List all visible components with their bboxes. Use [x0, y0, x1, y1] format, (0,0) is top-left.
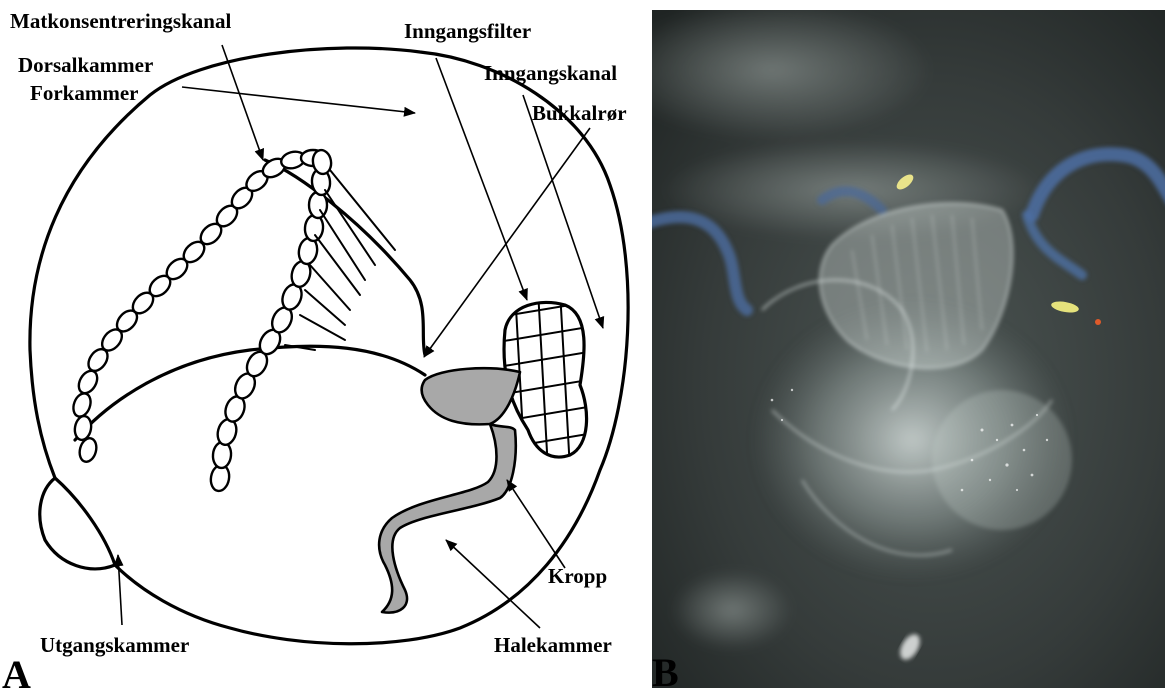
label-utgangskammer: Utgangskammer — [40, 633, 189, 657]
tail — [379, 424, 516, 613]
label-inngangskanal: Inngangskanal — [484, 61, 617, 85]
outlet-chamber-edge — [55, 478, 115, 565]
label-bukkalror: Bukkalrør — [532, 101, 627, 125]
panel-b-photo: B — [652, 10, 1165, 688]
drawing-svg: Matkonsentreringskanal Dorsalkammer Fork… — [0, 0, 650, 688]
label-kropp: Kropp — [548, 564, 607, 588]
panel-a-drawing: Matkonsentreringskanal Dorsalkammer Fork… — [0, 0, 650, 688]
second-bead-chain — [209, 149, 333, 493]
buccal-body — [422, 368, 520, 424]
label-halekammer: Halekammer — [494, 633, 612, 657]
panel-letter-a: A — [2, 652, 31, 688]
label-dorsalkammer: Dorsalkammer — [18, 53, 153, 77]
label-matkonsentreringskanal: Matkonsentreringskanal — [10, 9, 231, 33]
panel-letter-b: B — [652, 650, 679, 688]
label-inngangsfilter: Inngangsfilter — [404, 19, 531, 43]
photo-svg: B — [652, 10, 1165, 688]
label-forkammer: Forkammer — [30, 81, 138, 105]
